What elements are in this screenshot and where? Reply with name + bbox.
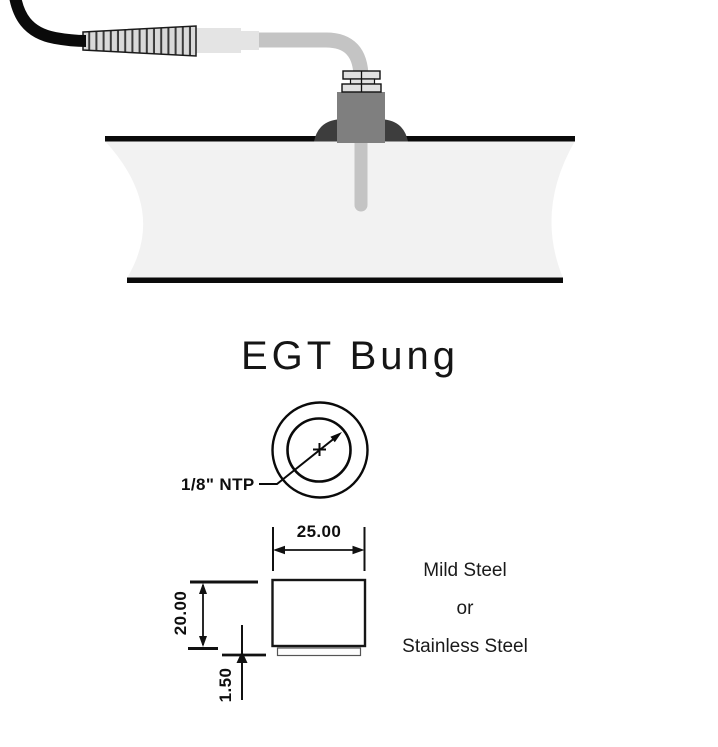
- height-arrow-top: [199, 583, 207, 594]
- connector-body: [194, 28, 241, 53]
- width-arrow-right: [352, 545, 365, 555]
- strain-relief-spring: [82, 25, 197, 57]
- bung-body: [337, 92, 385, 143]
- material-options: Mild Steel or Stainless Steel: [388, 560, 542, 674]
- material-option-2: Stainless Steel: [402, 636, 528, 657]
- pipe-section: [105, 141, 575, 278]
- bung-flange: [276, 647, 362, 657]
- bung-thread-circle: [286, 417, 352, 483]
- callout-arrowhead: [330, 432, 342, 443]
- page-title: EGT Bung: [240, 334, 460, 378]
- height-extension-ticks: [188, 580, 258, 650]
- flange-arrow-up: [236, 651, 248, 663]
- dimension-side-view: [188, 527, 367, 700]
- pipe-wall-bottom: [127, 277, 563, 283]
- thread-circle-view: [259, 401, 369, 499]
- bung-outer-circle: [271, 401, 369, 499]
- weld-fillet-right: [385, 119, 408, 142]
- sensor-cable: [9, 0, 87, 47]
- compression-nut-middle: [349, 78, 376, 85]
- weld-fillet-left: [314, 119, 337, 142]
- thread-callout-label: 1/8" NTP: [181, 475, 255, 494]
- height-arrow-bottom: [199, 636, 207, 647]
- flange-dimension-label: 1.50: [216, 667, 235, 703]
- width-dimension-label: 25.00: [296, 522, 342, 541]
- callout-leader-line: [259, 436, 337, 485]
- width-extension-lines: [272, 527, 366, 571]
- material-option-conjunction: or: [456, 598, 474, 619]
- bung-profile: [271, 578, 367, 648]
- sensor-tube: [256, 32, 369, 79]
- height-dimension-label: 20.00: [171, 590, 190, 636]
- material-option-1: Mild Steel: [423, 560, 507, 581]
- sensor-assembly-illustration: [9, 0, 575, 283]
- connector-neck: [241, 31, 259, 50]
- width-arrow-left: [273, 545, 285, 555]
